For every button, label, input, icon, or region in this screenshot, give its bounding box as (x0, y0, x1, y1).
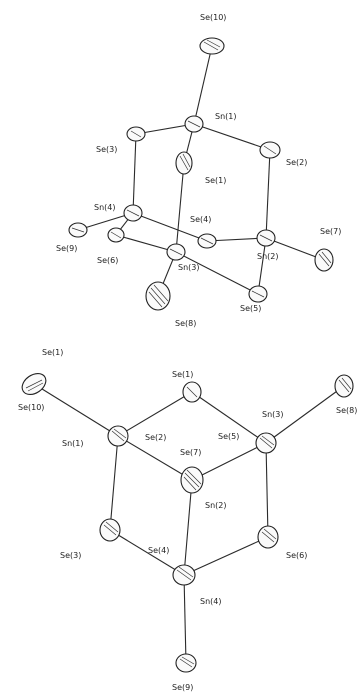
bottom-label-se3: Se(3) (60, 551, 81, 560)
top-label-se5: Se(5) (240, 304, 261, 313)
bottom-label-se8: Se(8) (336, 406, 357, 415)
top-label-se9: Se(9) (56, 244, 77, 253)
top-label-se2: Se(2) (286, 158, 307, 167)
top-atom-se6 (107, 227, 125, 243)
bottom-molecule: Se(1) Se(1) Se(10) Sn(3) Se(8) Sn(1) Se(… (18, 348, 357, 692)
top-atom-sn1 (184, 115, 204, 133)
bottom-atom-se3 (99, 518, 121, 542)
top-atom-se5 (248, 285, 268, 303)
top-atom-sn2 (256, 229, 276, 247)
bottom-label-se2: Se(2) (145, 433, 166, 442)
bottom-atom-se6 (257, 525, 279, 549)
bottom-label-sn2: Sn(2) (205, 501, 226, 510)
bottom-atom-se1 (182, 381, 202, 403)
bottom-atom-se10 (21, 372, 47, 396)
bottom-label-se4: Se(4) (148, 546, 169, 555)
top-molecule: Se(10) Sn(1) Se(3) Se(2) Se(1) Sn(4) Se(… (56, 13, 341, 328)
top-atom-se10 (199, 37, 225, 55)
bottom-atom-sn4 (172, 564, 196, 586)
bottom-label-se6: Se(6) (286, 551, 307, 560)
top-atom-sn3 (166, 243, 186, 261)
bottom-label-sn4: Sn(4) (200, 597, 221, 606)
bottom-label-se9: Se(9) (172, 683, 193, 692)
top-atom-se3 (126, 126, 146, 142)
top-atom-sn4 (123, 204, 143, 222)
bottom-atom-sn3 (255, 432, 277, 454)
top-label-se1: Se(1) (205, 176, 226, 185)
top-label-se7: Se(7) (320, 227, 341, 236)
bottom-label-se7: Se(7) (180, 448, 201, 457)
top-atom-se4 (197, 233, 217, 249)
top-atom-se7 (314, 248, 334, 272)
top-label-se6: Se(6) (97, 256, 118, 265)
top-label-sn2: Sn(2) (257, 252, 278, 261)
bottom-atom-se7 (180, 466, 204, 494)
top-atom-se1 (175, 151, 193, 175)
top-label-sn1: Sn(1) (215, 112, 236, 121)
top-atom-se9 (68, 222, 88, 238)
top-label-se8: Se(8) (175, 319, 196, 328)
bottom-atom-sn1 (107, 425, 129, 447)
bottom-label-sn1: Sn(1) (62, 439, 83, 448)
bottom-label-se10: Se(10) (18, 403, 44, 412)
top-atom-se8 (145, 281, 171, 311)
bottom-atom-se9 (175, 653, 197, 673)
bottom-label-se1b: Se(1) (172, 370, 193, 379)
bottom-atom-se8 (334, 374, 354, 398)
bottom-bonds (33, 383, 345, 664)
top-label-sn3: Sn(3) (178, 263, 199, 272)
top-atom-se2 (259, 141, 281, 159)
bottom-label-se5: Se(5) (218, 432, 239, 441)
bottom-label-sn3: Sn(3) (262, 410, 283, 419)
top-bonds (77, 45, 325, 297)
top-label-se4: Se(4) (190, 215, 211, 224)
top-label-sn4: Sn(4) (94, 203, 115, 212)
top-label-se3: Se(3) (96, 145, 117, 154)
bottom-label-se1: Se(1) (42, 348, 63, 357)
top-label-se10: Se(10) (200, 13, 226, 22)
